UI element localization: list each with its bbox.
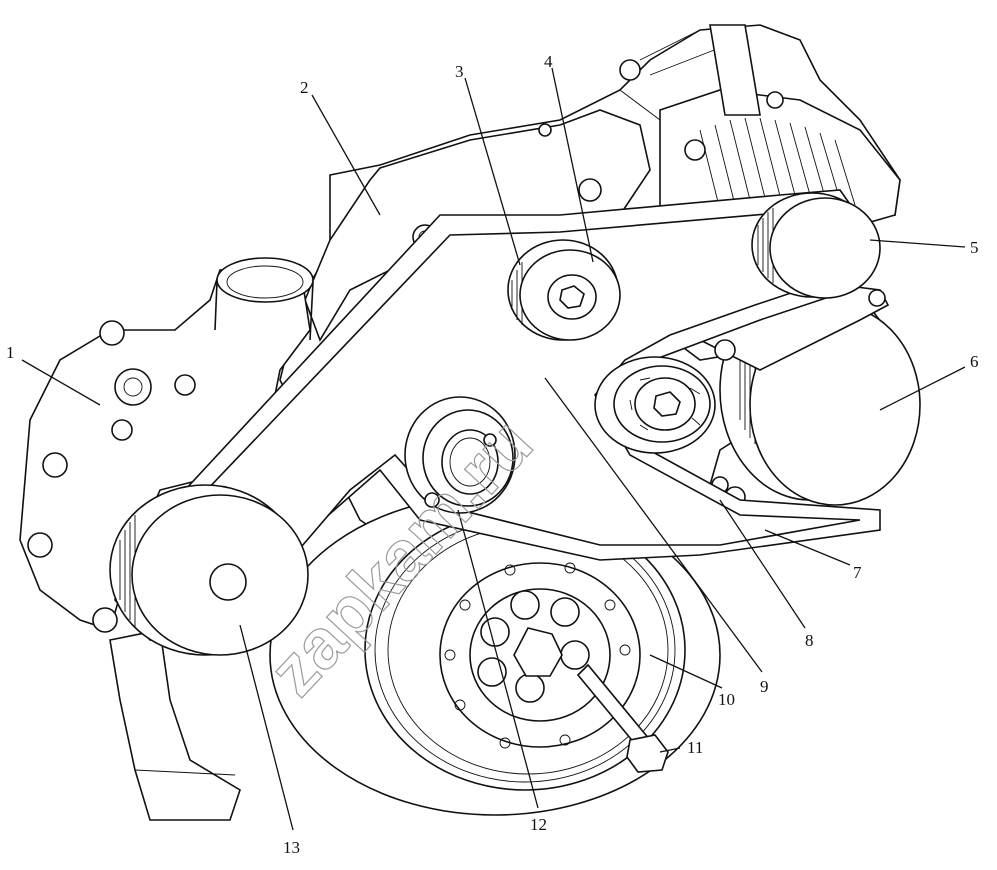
crank-bolts	[477, 590, 590, 703]
idler-pulley	[507, 239, 621, 341]
callout-2: 2	[300, 78, 309, 97]
crankshaft-pulley	[269, 494, 721, 816]
callout-10: 10	[718, 690, 735, 709]
leader-lines	[21, 67, 966, 831]
callout-11: 11	[687, 738, 703, 757]
water-pump-pulley	[109, 484, 309, 656]
callout-7: 7	[853, 563, 862, 582]
callout-1: 1	[6, 343, 15, 362]
callout-6: 6	[970, 352, 979, 371]
callout-9: 9	[760, 677, 769, 696]
small-idler-pulley	[404, 396, 516, 514]
callout-5: 5	[970, 238, 979, 257]
callout-12: 12	[530, 815, 547, 834]
callout-labels: 1 2 3 4 5 6 7 8 9 10 11 12 13	[6, 52, 979, 857]
bolt	[576, 663, 669, 773]
alternator-pulley	[751, 192, 881, 299]
callout-8: 8	[805, 631, 814, 650]
callout-4: 4	[544, 52, 553, 71]
callout-3: 3	[455, 62, 464, 81]
water-pump-housing	[19, 257, 314, 821]
tensioner-pulley	[594, 356, 716, 454]
callout-13: 13	[283, 838, 300, 857]
